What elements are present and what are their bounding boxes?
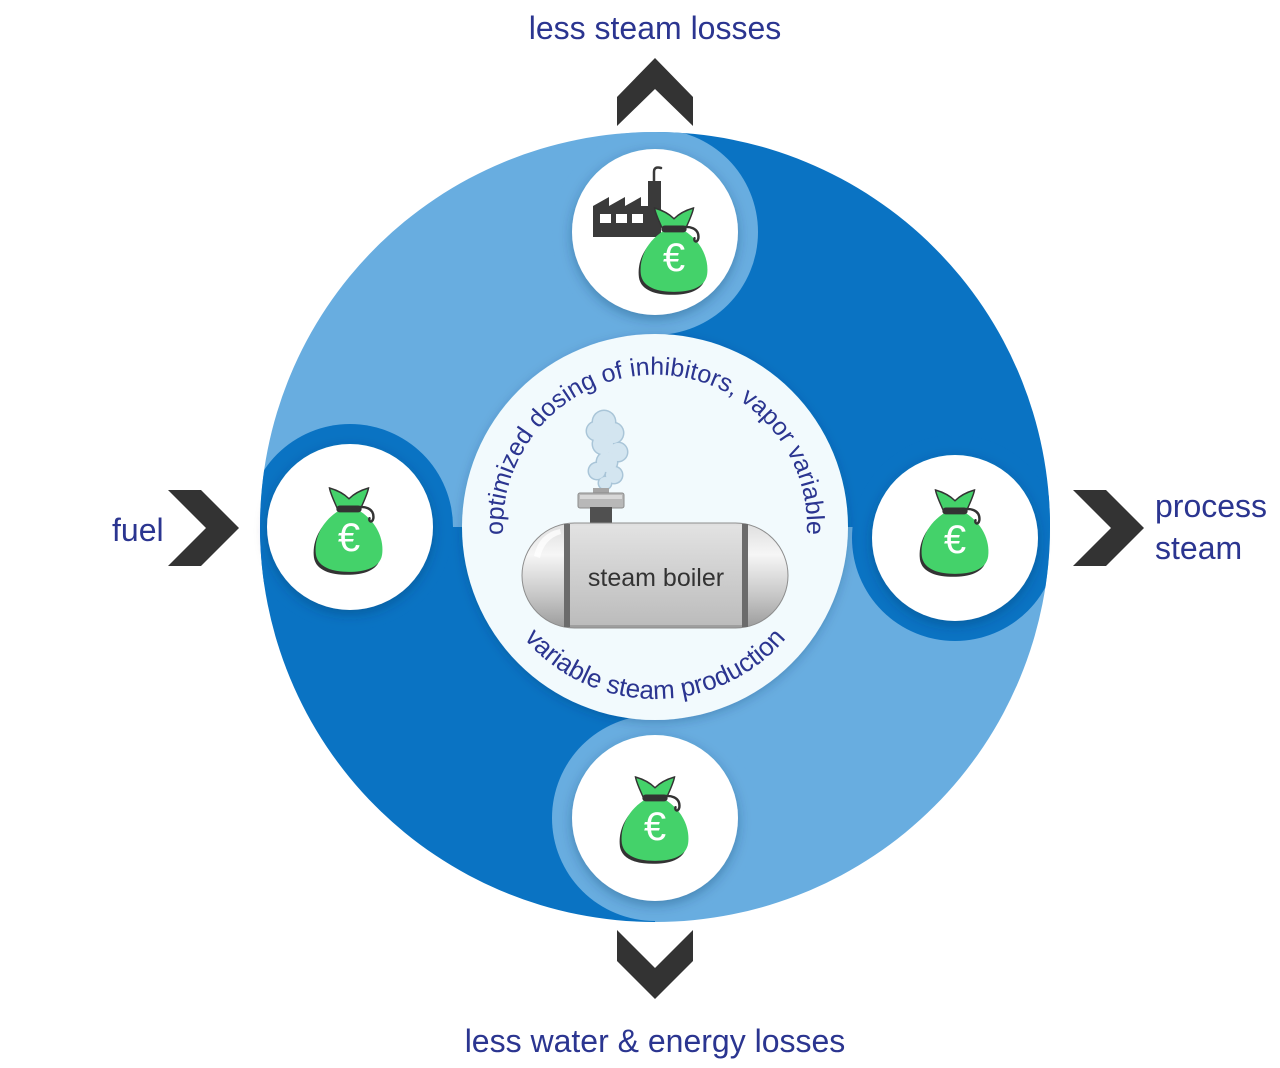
steam-cloud-icon: [585, 409, 629, 491]
boiler-highlight: [534, 529, 561, 558]
boiler-band-left: [564, 524, 570, 627]
chevron-right-icon: [168, 490, 239, 566]
chevron-right-icon: [1073, 490, 1144, 566]
boiler-panel: [570, 526, 742, 625]
currency-symbol: €: [644, 805, 666, 849]
boiler-stem: [590, 507, 612, 525]
node-top: €: [572, 149, 738, 315]
label-left: fuel: [112, 512, 164, 548]
label-right-line1: process: [1155, 488, 1267, 524]
boiler-label: steam boiler: [588, 564, 724, 592]
node-bottom: €: [572, 735, 738, 901]
boiler-band-right: [742, 524, 748, 627]
chevron-up-icon: [617, 58, 693, 126]
label-bottom: less water & energy losses: [465, 1023, 846, 1059]
currency-symbol: €: [944, 518, 966, 562]
node-left: €: [267, 444, 433, 610]
currency-symbol: €: [338, 516, 360, 560]
boiler-nut-highlight: [580, 495, 622, 499]
steam-boiler-icon: steam boiler: [521, 488, 789, 629]
label-top: less steam losses: [529, 10, 782, 46]
factory-icon: [593, 166, 663, 237]
label-right-line2: steam: [1155, 530, 1242, 566]
boiler-nut-top: [593, 488, 609, 494]
currency-symbol: €: [663, 236, 685, 280]
node-right: €: [872, 455, 1038, 621]
chevron-down-icon: [617, 930, 693, 999]
